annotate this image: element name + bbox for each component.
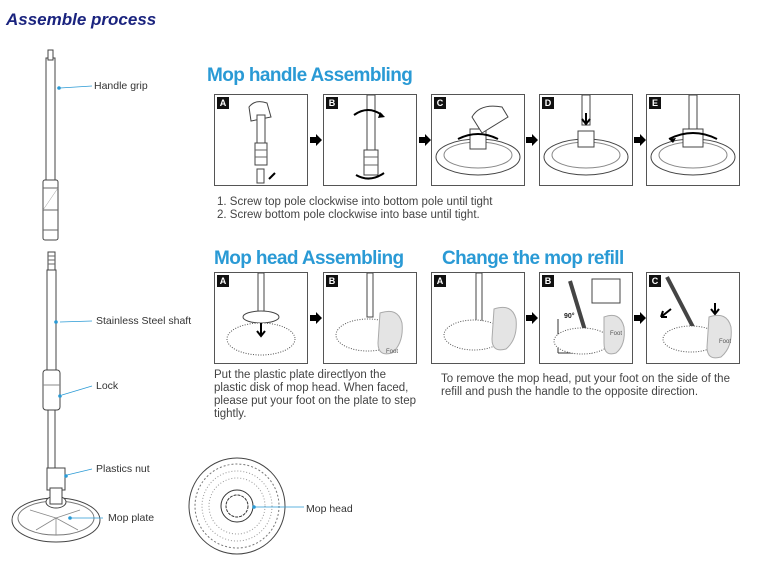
page-title: Assemble process	[6, 10, 157, 29]
lock-callout: Lock	[96, 380, 119, 392]
head-caption: Put the plastic plate directlyon the pla…	[214, 369, 417, 420]
right-arrow-icon	[634, 312, 646, 324]
refill-panel-c: C Foot	[646, 272, 740, 364]
panel-label: B	[326, 275, 338, 287]
screw-bottom-pole-icon	[353, 95, 385, 180]
refill-panel-a: A	[431, 272, 525, 364]
panel-label: B	[542, 275, 554, 287]
right-arrow-icon	[419, 134, 431, 146]
attach-base-icon	[435, 105, 521, 176]
push-handle-icon	[660, 276, 732, 359]
head-panel-a: A	[214, 272, 308, 364]
panel-label: A	[434, 275, 446, 287]
right-arrow-icon	[634, 134, 646, 146]
mop-head-callout: Mop head	[306, 503, 353, 515]
shaft-figure	[42, 251, 93, 471]
refill-caption: To remove the mop head, put your foot on…	[441, 373, 730, 398]
panel-label: A	[217, 97, 229, 109]
foot-label: Foot	[719, 339, 732, 345]
screw-top-pole-icon	[248, 101, 276, 184]
panel-label: C	[434, 97, 446, 109]
handle-pole-figure	[42, 49, 93, 241]
panel-label: E	[649, 97, 661, 109]
foot-label: Foot	[610, 331, 623, 337]
foot-on-refill-icon	[443, 273, 517, 351]
shaft-callout: Stainless Steel shaft	[96, 315, 192, 327]
head-panel-b: B Foot	[323, 272, 417, 364]
handle-panel-b: B	[323, 94, 417, 186]
tighten-base-icon	[650, 95, 736, 176]
head-section-title: Mop head Assembling	[214, 248, 404, 269]
mop-parts-diagram	[11, 49, 103, 543]
refill-section-title: Change the mop refill	[442, 248, 624, 269]
right-arrow-icon	[526, 312, 538, 324]
right-arrow-icon	[310, 312, 322, 324]
insert-pole-icon	[543, 95, 629, 176]
angle-label: 90°	[564, 313, 575, 320]
handle-panel-d: D	[539, 94, 633, 186]
handle-panel-c: C	[431, 94, 525, 186]
right-arrow-icon	[310, 134, 322, 146]
handle-panel-e: E	[646, 94, 740, 186]
step-plate-icon	[335, 273, 403, 355]
handle-panel-a: A	[214, 94, 308, 186]
handle-step-1: 1. Screw top pole clockwise into bottom …	[217, 196, 493, 208]
plate-figure	[11, 467, 103, 543]
angle-handle-icon	[553, 278, 625, 355]
panel-label: C	[649, 275, 661, 287]
foot-label: Foot	[386, 349, 399, 355]
panel-label: D	[542, 97, 554, 109]
panel-label: A	[217, 275, 229, 287]
place-plate-icon	[226, 273, 296, 356]
nut-callout: Plastics nut	[96, 463, 150, 475]
panel-label: B	[326, 97, 338, 109]
right-arrow-icon	[526, 134, 538, 146]
plate-callout: Mop plate	[108, 512, 155, 524]
handle-section-title: Mop handle Assembling	[207, 65, 413, 86]
handle-step-2: 2. Screw bottom pole clockwise into base…	[217, 209, 480, 221]
refill-panel-b: B 90° Foot	[539, 272, 633, 364]
mop-head-figure	[188, 457, 304, 555]
handle-grip-callout: Handle grip	[94, 80, 148, 92]
